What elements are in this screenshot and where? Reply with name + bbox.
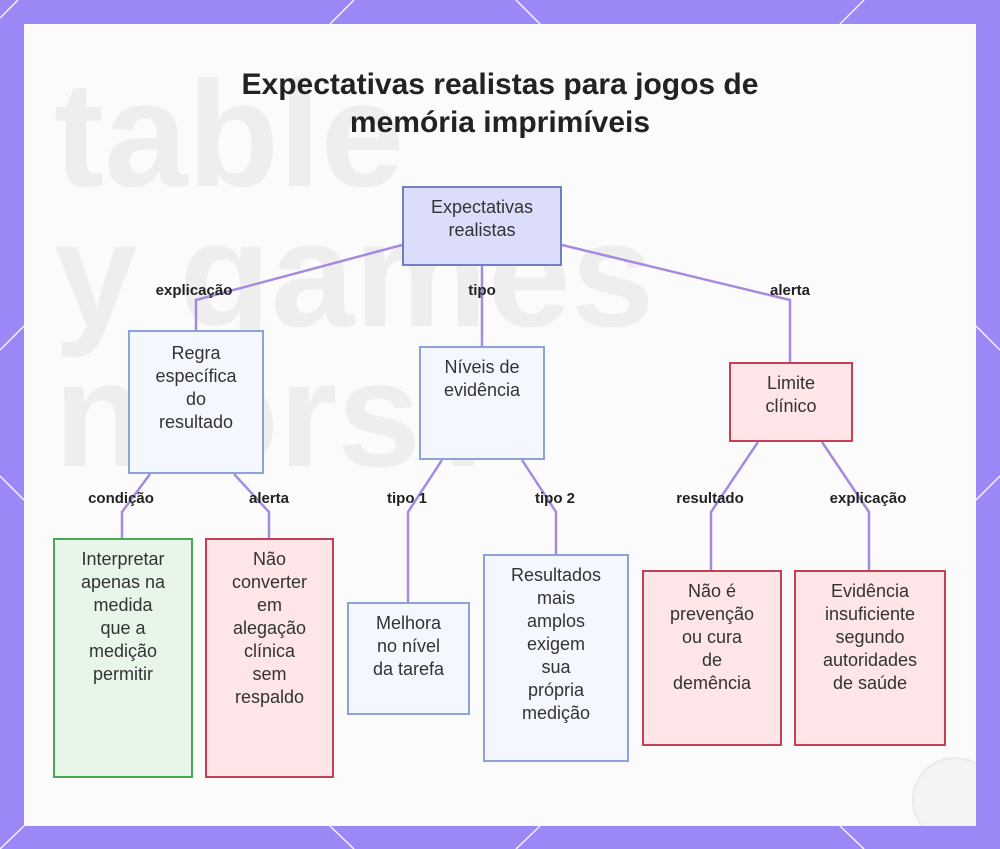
diagram-title: Expectativas realistas para jogos de mem… [0, 66, 1000, 142]
node-text-line: evidência [443, 380, 521, 400]
edge-root-limite [561, 243, 792, 362]
node-text-line: Evidência [830, 581, 910, 601]
node-nao-converter: Não converter em alegação clínica sem re… [205, 538, 334, 778]
node-text-line: sem [252, 664, 287, 684]
node-text-line: da tarefa [372, 659, 445, 679]
edge-limite-evidencia [820, 441, 871, 570]
node-text-line: Não é [687, 581, 737, 601]
node-text-line: medida [93, 595, 153, 615]
edge-niveis-melhora [406, 459, 444, 602]
node-text-line: Limite [766, 373, 815, 393]
edge-regra-interpretar [120, 473, 152, 538]
node-text-line: Interpretar [81, 549, 165, 569]
edge-niveis-resultados [520, 459, 558, 554]
node-text-line: no nível [376, 636, 441, 656]
node-text-line: medição [88, 641, 158, 661]
edge-label-condicao: condição [88, 490, 154, 507]
node-interpretar: Interpretar apenas na medida que a mediç… [53, 538, 193, 778]
node-text-line: que a [100, 618, 146, 638]
node-text-line: segundo [835, 627, 905, 647]
node-text-line: prevenção [669, 604, 755, 624]
edge-label-tipo-1: tipo 1 [387, 490, 427, 507]
edge-root-regra [194, 243, 403, 330]
node-evidencia-insuficiente: Evidência insuficiente segundo autoridad… [794, 570, 946, 746]
node-text-line: de saúde [832, 673, 908, 693]
node-text-line: clínico [765, 396, 817, 416]
node-text-line: em [256, 595, 282, 615]
node-text-line: Expectativas [430, 197, 534, 217]
node-text-line: resultado [158, 412, 234, 432]
node-text-line: sua [541, 657, 571, 677]
title-line-2: memória imprimíveis [349, 106, 651, 139]
node-text-line: Níveis de [444, 357, 520, 377]
node-text-line: Regra [171, 343, 221, 363]
node-text-line: converter [231, 572, 308, 592]
node-text-line: Resultados [510, 565, 602, 585]
edge-label-explicacao-right: explicação [829, 490, 907, 507]
node-text-line: específica [155, 366, 237, 386]
node-text-line: Não [252, 549, 286, 569]
node-text-line: ou cura [681, 627, 743, 647]
node-text-line: respaldo [234, 687, 305, 707]
node-nao-prevencao: Não é prevenção ou cura de demência [642, 570, 782, 746]
node-text-line: permitir [92, 664, 153, 684]
node-text-line: própria [527, 680, 585, 700]
edge-label-alerta-left: alerta [248, 490, 290, 507]
node-expectativas-realistas: Expectativas realistas [402, 186, 562, 266]
node-text-line: Melhora [375, 613, 442, 633]
edge-label-alerta: alerta [769, 282, 811, 299]
edge-label-explicacao: explicação [155, 282, 233, 299]
node-text-line: mais [536, 588, 575, 608]
node-melhora-nivel-tarefa: Melhora no nível da tarefa [347, 602, 470, 715]
edge-label-resultado: resultado [676, 490, 744, 507]
node-text-line: amplos [526, 611, 586, 631]
node-niveis-evidencia: Níveis de evidência [419, 346, 545, 460]
node-text-line: clínica [243, 641, 295, 661]
node-text-line: apenas na [80, 572, 166, 592]
node-text-line: exigem [526, 634, 586, 654]
node-text-line: medição [521, 703, 591, 723]
node-text-line: autoridades [822, 650, 918, 670]
node-text-line: do [185, 389, 206, 409]
node-resultados-amplos: Resultados mais amplos exigem sua própri… [483, 554, 629, 762]
node-regra-especifica: Regra específica do resultado [128, 330, 264, 474]
node-limite-clinico: Limite clínico [729, 362, 853, 442]
node-text-line: insuficiente [824, 604, 916, 624]
node-text-line: demência [672, 673, 752, 693]
title-line-1: Expectativas realistas para jogos de [241, 68, 759, 101]
node-text-line: realistas [448, 220, 516, 240]
edge-limite-nao-prevencao [709, 441, 760, 570]
edge-label-tipo-2: tipo 2 [535, 490, 575, 507]
edge-label-tipo: tipo [468, 282, 496, 299]
node-text-line: de [701, 650, 723, 670]
node-text-line: alegação [232, 618, 307, 638]
edge-regra-nao-converter [233, 473, 271, 538]
